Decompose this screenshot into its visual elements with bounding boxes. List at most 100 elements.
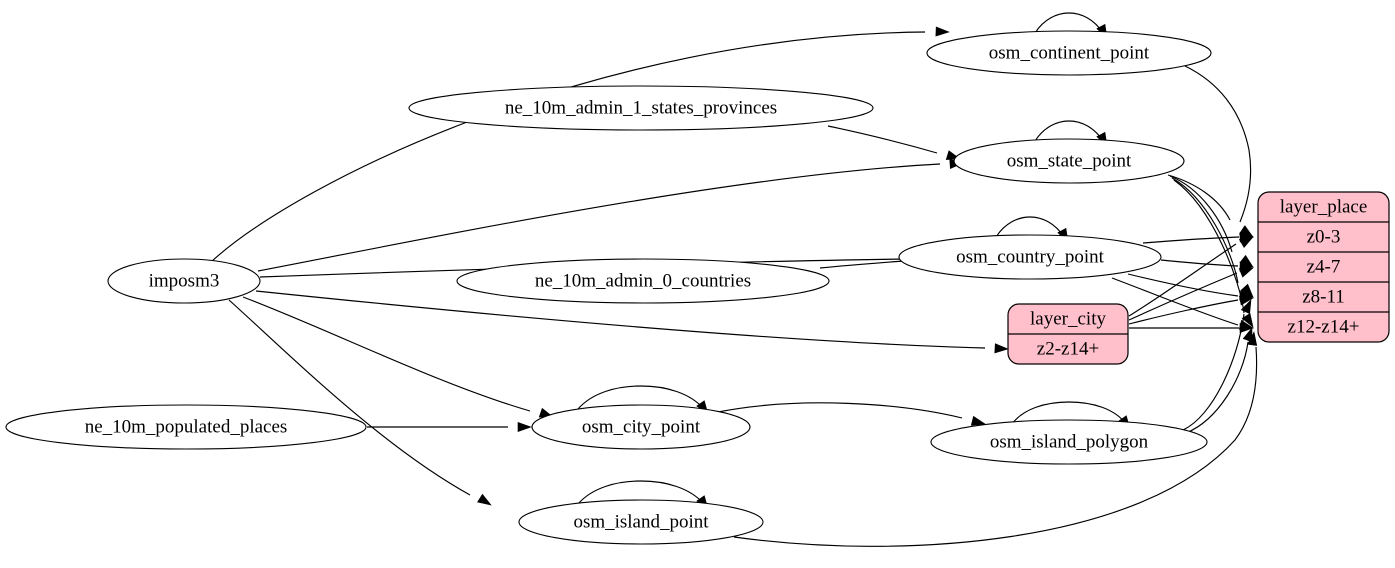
edge-path (1128, 243, 1237, 317)
record-layer_place[interactable]: layer_place z0-3 z4-7 z8-11 z12-z14+ (1257, 191, 1390, 343)
edge-e32 (717, 402, 986, 426)
edge-path (733, 346, 1258, 547)
arrowhead-icon (970, 415, 986, 426)
records-layer: layer_place z0-3 z4-7 z8-11 z12-z14+ layer_ci… (1007, 191, 1390, 365)
edge-e30 (1185, 327, 1253, 434)
edge-path (228, 299, 471, 496)
edge-e6 (228, 299, 492, 506)
node-osm_island_point[interactable]: osm_island_point (518, 499, 764, 545)
edge-path (1034, 12, 1104, 34)
edge-e2 (257, 158, 964, 272)
arrowhead-icon (1240, 299, 1252, 315)
node-shape-ellipse (107, 258, 261, 304)
record-layer_city[interactable]: layer_city z2-z14+ (1007, 303, 1129, 365)
edge-e1 (210, 26, 950, 263)
edge-path (1128, 272, 1238, 321)
node-osm_country_point[interactable]: osm_country_point (898, 234, 1162, 280)
edge-path (242, 296, 531, 412)
edge-path (1111, 277, 1239, 326)
edge-path (1185, 341, 1249, 434)
record-shape (1257, 191, 1390, 343)
node-osm_continent_point[interactable]: osm_continent_point (926, 30, 1212, 76)
edge-e25 (1128, 236, 1254, 317)
node-label: ne_10m_admin_1_states_provinces (505, 97, 777, 118)
node-shape-ellipse (926, 30, 1212, 76)
node-osm_state_point[interactable]: osm_state_point (953, 138, 1185, 184)
node-shape-ellipse (408, 85, 874, 131)
edge-e23 (1127, 273, 1254, 301)
edge-e17 (1167, 174, 1254, 238)
edge-e28 (1129, 322, 1254, 334)
edge-e4 (255, 290, 1009, 354)
edge-path (577, 480, 705, 505)
arrowhead-icon (994, 343, 1009, 354)
record-row-layer_place_z12_14[interactable]: z12-z14+ (1288, 316, 1360, 337)
node-label: osm_continent_point (989, 42, 1150, 63)
edge-path (1142, 236, 1240, 244)
node-shape-ellipse (953, 138, 1185, 184)
arrowhead-icon (1238, 267, 1254, 278)
node-osm_island_polygon[interactable]: osm_island_polygon (930, 419, 1208, 465)
edge-path (1169, 175, 1233, 253)
edges-layer (210, 12, 1258, 547)
node-label: osm_state_point (1007, 150, 1132, 171)
edge-path (827, 125, 938, 154)
edge-path (257, 163, 941, 272)
node-label: ne_10m_populated_places (85, 416, 288, 437)
arrowhead-icon (935, 26, 950, 37)
edge-path (1173, 179, 1245, 314)
node-label: osm_country_point (956, 246, 1104, 267)
arrowhead-icon (1242, 327, 1253, 343)
edge-e26 (1128, 267, 1254, 321)
edge-path (1128, 299, 1239, 325)
node-label: ne_10m_admin_0_countries (535, 270, 751, 291)
arrowhead-icon (517, 421, 532, 433)
node-shape-ellipse (456, 258, 830, 304)
arrowhead-icon (477, 493, 492, 506)
node-ne_10m_admin_0_countries[interactable]: ne_10m_admin_0_countries (456, 258, 830, 304)
edge-e18 (1169, 175, 1254, 268)
arrowhead-icon (1238, 236, 1254, 249)
record-row-layer_place_z4_7[interactable]: z4-7 (1307, 256, 1341, 277)
node-label: imposm3 (149, 270, 220, 291)
node-shape-ellipse (5, 404, 367, 450)
edge-path (995, 216, 1065, 238)
edge-path (1184, 65, 1252, 223)
edge-e22 (1160, 259, 1254, 272)
node-shape-ellipse (531, 404, 751, 450)
edge-path (1127, 273, 1239, 297)
node-osm_city_point[interactable]: osm_city_point (531, 404, 751, 450)
record-row-layer_city_header: layer_city (1030, 308, 1106, 329)
edge-e21 (1142, 232, 1254, 244)
node-imposm3[interactable]: imposm3 (107, 258, 261, 304)
record-row-layer_city_z2_14[interactable]: z2-z14+ (1037, 338, 1099, 359)
record-row-layer_place_z8_11[interactable]: z8-11 (1302, 286, 1345, 307)
edge-e7 (827, 125, 961, 160)
edge-path (1171, 177, 1239, 284)
edge-path (210, 31, 926, 263)
record-row-layer_place_z0_3[interactable]: z0-3 (1307, 226, 1341, 247)
node-shape-ellipse (930, 419, 1208, 465)
node-shape-ellipse (518, 499, 764, 545)
arrowhead-icon (1241, 313, 1254, 328)
node-ne_10m_populated_places[interactable]: ne_10m_populated_places (5, 404, 367, 450)
arrowhead-icon (1239, 322, 1254, 334)
edge-path (819, 260, 904, 269)
edge-path (1011, 401, 1127, 425)
node-ne_10m_admin_1_states_provinces[interactable]: ne_10m_admin_1_states_provinces (408, 85, 874, 131)
arrowhead-icon (1247, 331, 1258, 346)
edge-path (1160, 259, 1239, 267)
edge-path (1182, 313, 1245, 431)
edge-path (577, 385, 705, 410)
node-label: osm_city_point (582, 416, 701, 437)
node-label: osm_island_polygon (990, 431, 1149, 452)
edge-e31 (733, 331, 1258, 547)
edge-e9 (367, 421, 532, 433)
arrowhead-icon (1238, 295, 1254, 306)
edge-e29 (1182, 299, 1252, 431)
edge-e16 (1184, 65, 1254, 238)
edge-path (1167, 174, 1231, 221)
record-row-layer_place_header: layer_place (1280, 196, 1368, 217)
